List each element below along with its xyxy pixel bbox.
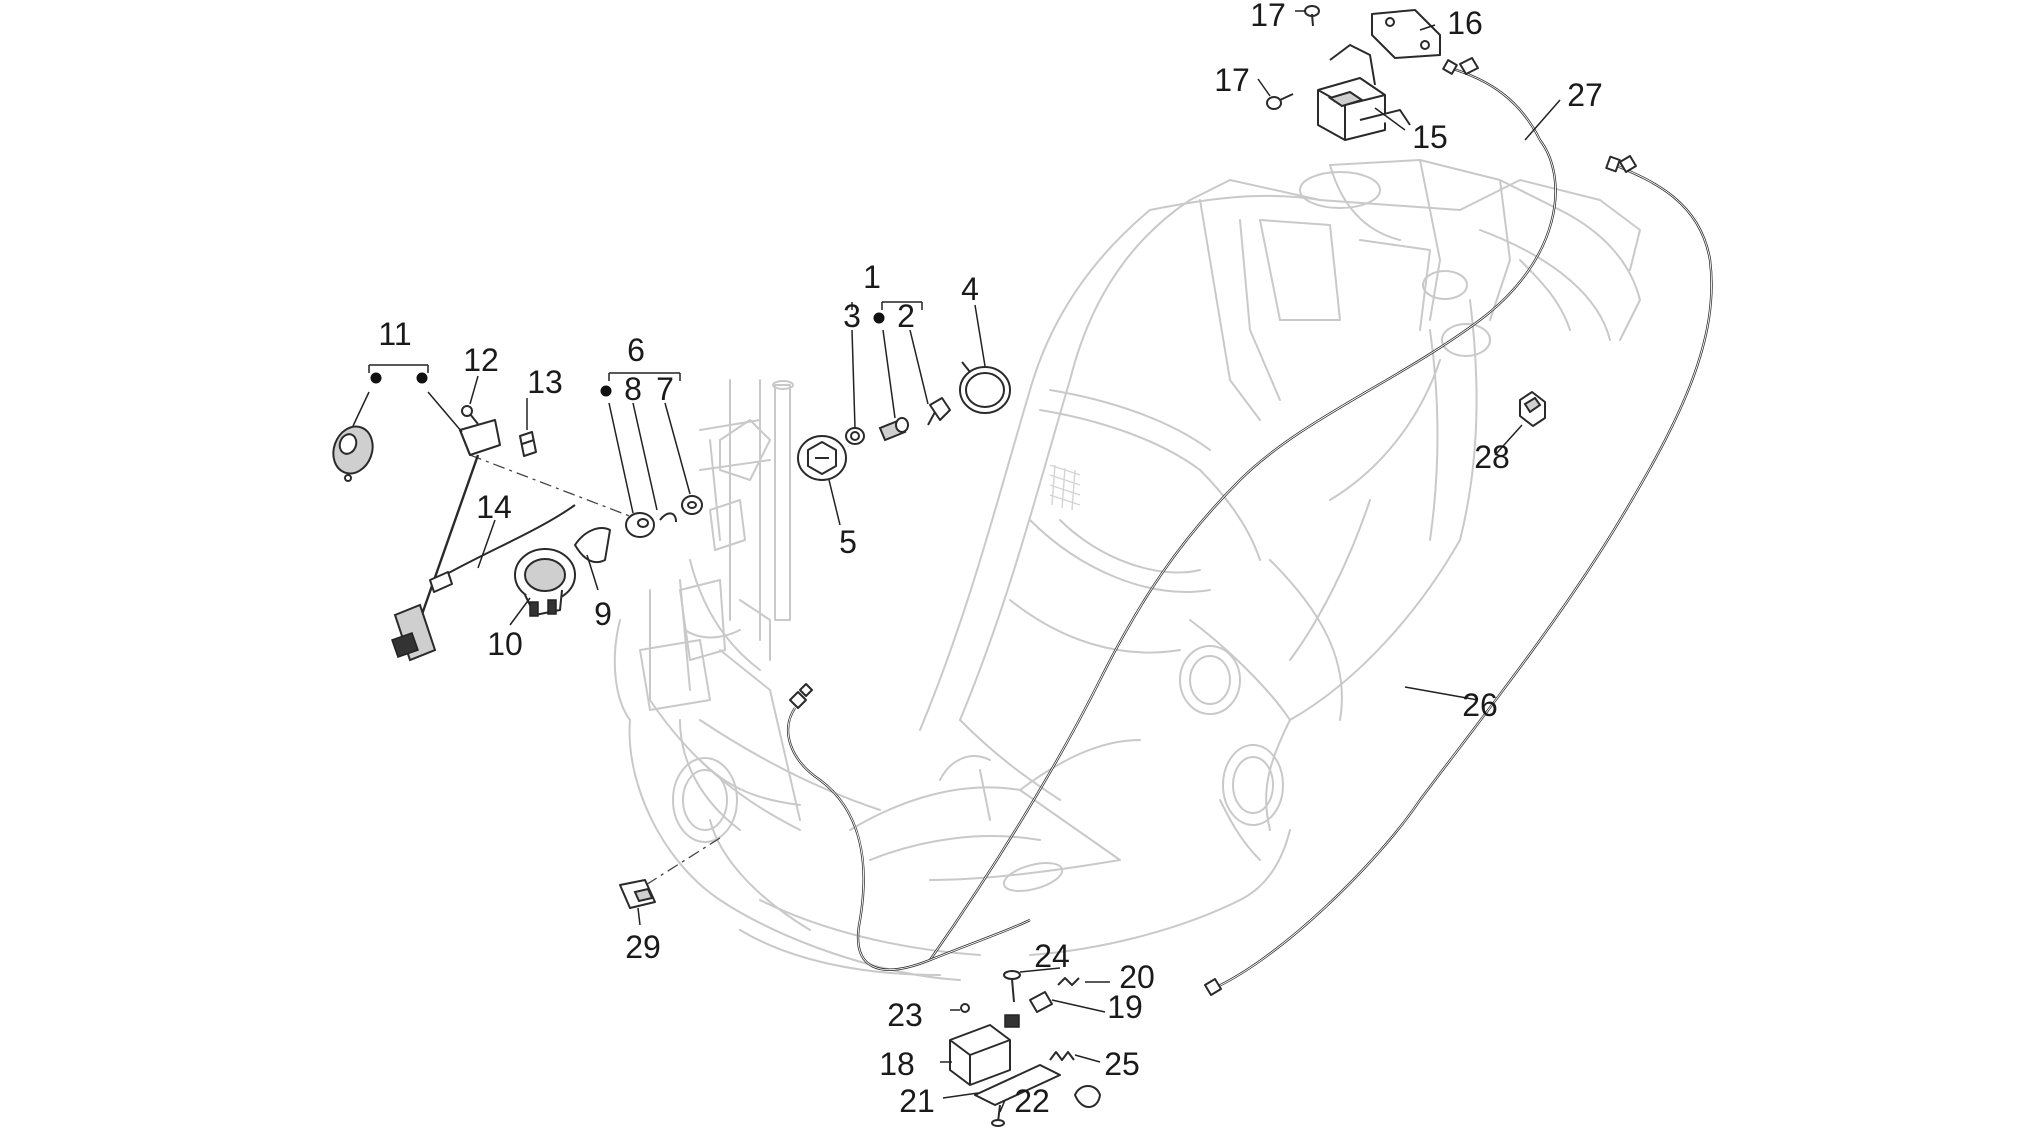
steering-column (679, 380, 794, 661)
kit-dots (370, 312, 885, 397)
part-24-bolt (1003, 970, 1021, 1003)
seat-release-cable (786, 707, 1031, 971)
callout-8: 8 (624, 371, 642, 407)
callout-11: 11 (378, 316, 411, 352)
callout-14: 14 (476, 489, 512, 525)
part-28-clip (1519, 391, 1546, 427)
callout-24: 24 (1034, 938, 1070, 974)
part-23-nut (960, 1003, 970, 1013)
callout-4: 4 (961, 271, 979, 307)
callout-2: 2 (897, 298, 915, 334)
part-25b-clamp (1074, 1085, 1101, 1108)
callout-23: 23 (887, 997, 923, 1033)
callout-26: 26 (1462, 687, 1498, 723)
callout-19: 19 (1107, 989, 1143, 1025)
part-4-ring (959, 361, 1011, 414)
callout-13: 13 (527, 364, 563, 400)
callout-10: 10 (487, 626, 523, 662)
part-22-bolt (991, 1104, 1005, 1127)
part-12-screw (461, 405, 479, 425)
part-20-spring (1057, 977, 1080, 986)
callout-17-top: 17 (1250, 0, 1286, 33)
part-2-cylinder (878, 397, 951, 442)
part-11-wiring (332, 419, 501, 662)
part-19-fitting (1029, 991, 1053, 1013)
callout-7: 7 (656, 371, 674, 407)
part-16-bracket (1371, 9, 1441, 59)
part-9-ring (574, 527, 611, 564)
callout-28: 28 (1474, 439, 1510, 475)
part-5-lock (797, 435, 847, 481)
callout-21: 21 (899, 1083, 935, 1119)
part-21-bracket (974, 1064, 1061, 1106)
part-29-plate (619, 879, 656, 909)
part-25-spring (1049, 1051, 1075, 1061)
cables (786, 57, 1713, 996)
part-17-screw-top (1304, 5, 1320, 27)
callout-labels: 1 2 3 4 5 6 7 8 9 10 11 12 13 14 15 16 1… (378, 0, 1602, 1119)
leader-lines (352, 10, 1561, 1113)
alignment-lines (469, 454, 721, 896)
callout-17-side: 17 (1214, 62, 1250, 98)
callout-1: 1 (863, 259, 881, 295)
part-10-switch (514, 548, 576, 617)
callout-16: 16 (1447, 5, 1483, 41)
callout-22: 22 (1014, 1083, 1050, 1119)
cable-27 (929, 66, 1557, 961)
callout-25: 25 (1104, 1046, 1140, 1082)
callout-6: 6 (627, 332, 645, 368)
part-3-ring (845, 427, 865, 445)
callout-12: 12 (463, 342, 499, 378)
part-8-washer (625, 512, 677, 538)
callout-3: 3 (843, 298, 861, 334)
part-13-clip (519, 431, 537, 457)
part-17-screw-side (1266, 93, 1294, 110)
part-14-tie (429, 504, 576, 593)
callout-18: 18 (879, 1046, 915, 1082)
callout-9: 9 (594, 596, 612, 632)
callout-29: 29 (625, 929, 661, 965)
callout-27: 27 (1567, 77, 1603, 113)
scooter-frame (613, 159, 1641, 981)
callout-15: 15 (1412, 119, 1448, 155)
part-18-lock (949, 1014, 1020, 1086)
part-15-lock-body (1317, 44, 1411, 141)
callout-5: 5 (839, 524, 857, 560)
callout-20: 20 (1119, 959, 1155, 995)
part-7-nut (681, 495, 703, 515)
